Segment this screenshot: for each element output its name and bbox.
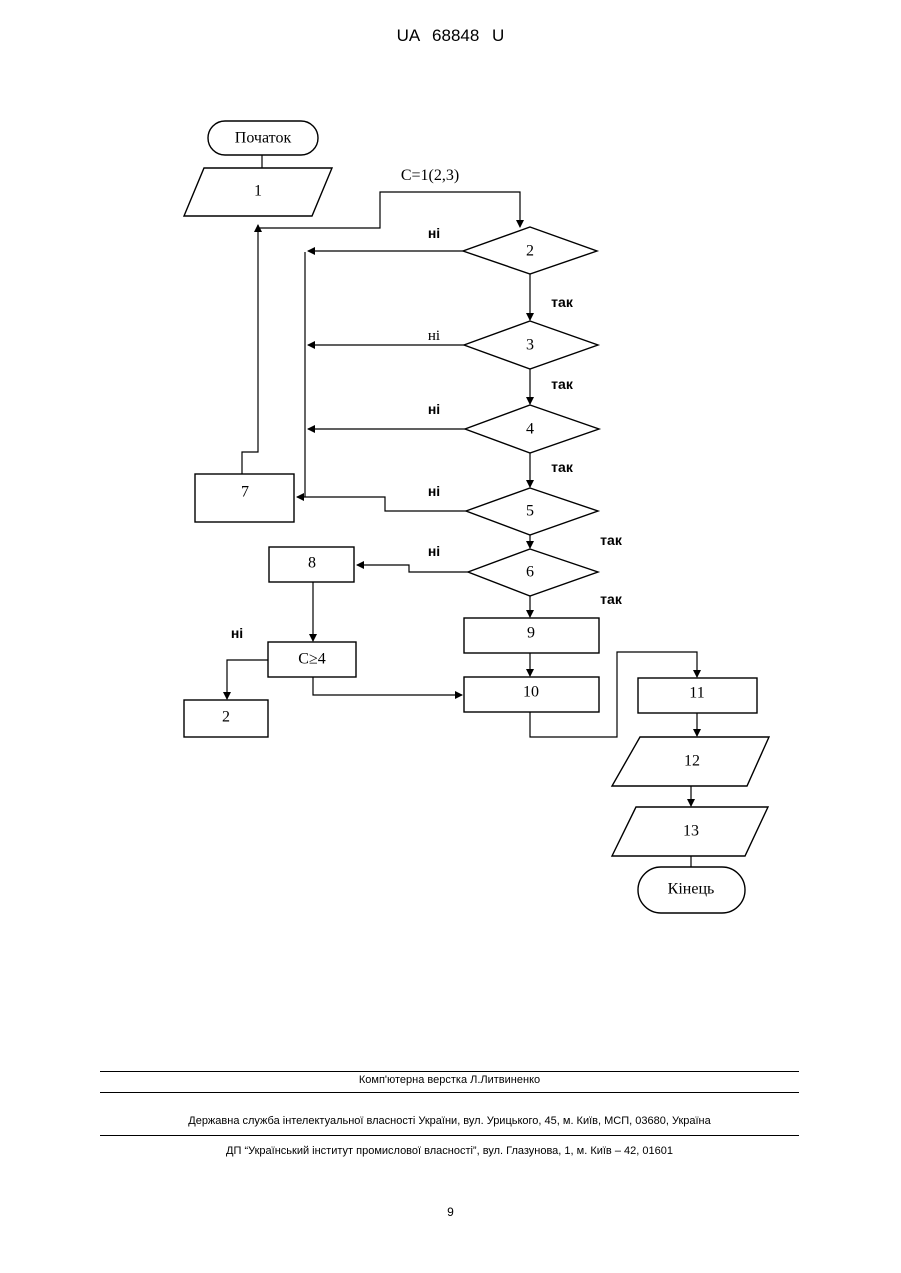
- block-8-label: 8: [308, 555, 316, 572]
- block-2-bottom-label: 2: [222, 709, 230, 726]
- connector-6-no: [357, 565, 468, 572]
- decision-6-yes-label: так: [600, 591, 623, 607]
- decision-2-yes-label: так: [551, 294, 574, 310]
- condition-label: C≥4: [298, 651, 325, 668]
- block-9-label: 9: [527, 625, 535, 642]
- end-label: Кінець: [668, 881, 715, 898]
- page-number: 9: [0, 1205, 901, 1219]
- institute-address: ДП “Український інститут промислової вла…: [100, 1145, 799, 1157]
- block-10-label: 10: [523, 684, 539, 701]
- agency-address: Державна служба інтелектуальної власност…: [100, 1115, 799, 1127]
- decision-2-no-label: ні: [428, 225, 440, 241]
- decision-5-label: 5: [526, 503, 534, 520]
- connector-5-no: [297, 497, 466, 511]
- decision-3-yes-label: так: [551, 376, 574, 392]
- footer-rule-top: [100, 1071, 799, 1072]
- decision-4-yes-label: так: [551, 459, 574, 475]
- condition-no-label: ні: [231, 625, 243, 641]
- start-label: Початок: [235, 130, 292, 147]
- block-11-label: 11: [689, 685, 704, 702]
- decision-6-no-label: ні: [428, 543, 440, 559]
- block-7-label: 7: [241, 484, 249, 501]
- decision-5-no-label: ні: [428, 483, 440, 499]
- decision-4-label: 4: [526, 421, 534, 438]
- footer-rule-middle: [100, 1092, 799, 1093]
- block-13-label: 13: [683, 823, 699, 840]
- footer-rule-bottom: [100, 1135, 799, 1136]
- decision-3-no-label: ні: [428, 328, 440, 344]
- decision-4-no-label: ні: [428, 401, 440, 417]
- decision-6-label: 6: [526, 564, 534, 581]
- block-12-label: 12: [684, 753, 700, 770]
- flowchart: Початок 1 C=1(2,3) 2 ні так 3 ні так 4 н…: [0, 0, 901, 1000]
- decision-2-label: 2: [526, 243, 534, 260]
- connector-7-to-1: [242, 225, 258, 474]
- decision-5-yes-label: так: [600, 532, 623, 548]
- connector-cond-no: [227, 660, 268, 699]
- loop-label: C=1(2,3): [401, 167, 459, 184]
- layout-credit: Комп'ютерна верстка Л.Литвиненко: [100, 1074, 799, 1086]
- block-1-label: 1: [254, 183, 262, 200]
- decision-3-label: 3: [526, 337, 534, 354]
- connector-cond-to-10: [313, 677, 462, 695]
